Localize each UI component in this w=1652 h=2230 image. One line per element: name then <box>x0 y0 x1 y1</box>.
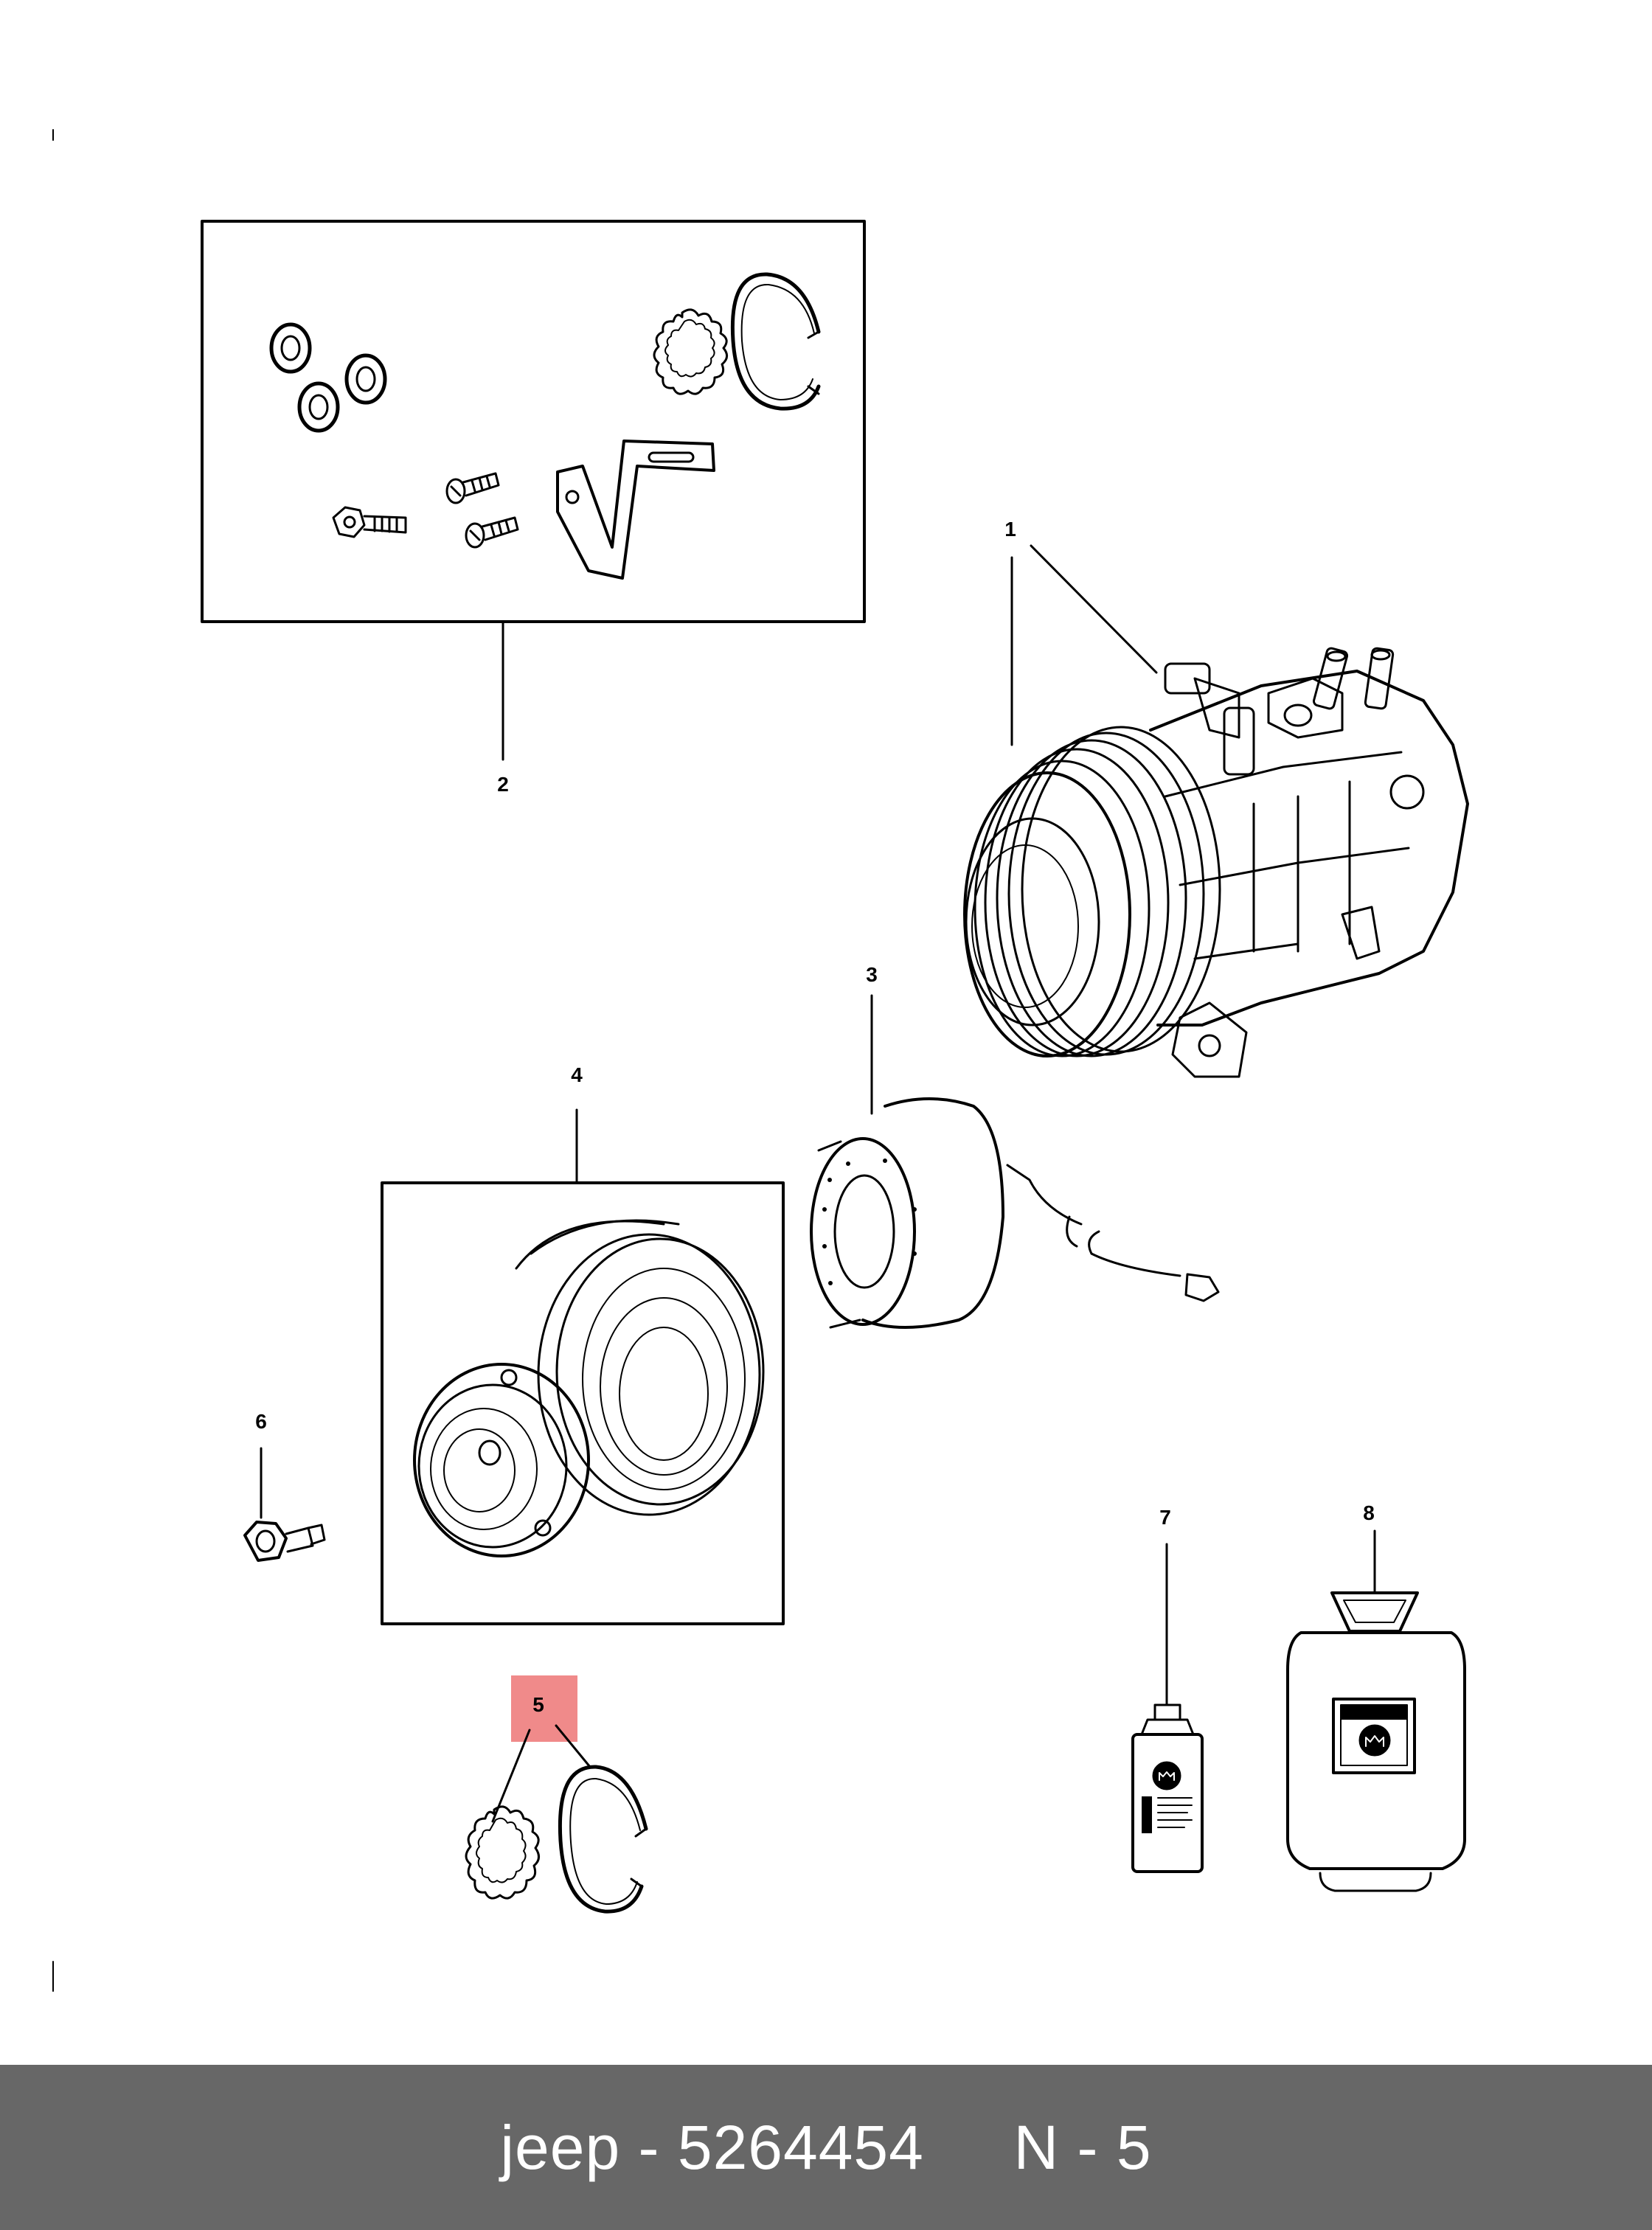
clutch-assembly-box <box>382 1110 783 1624</box>
callout-1: 1 <box>1004 518 1016 541</box>
callout-5-highlight <box>511 1675 577 1742</box>
footer-part-label: jeep - 5264454 N - 5 <box>500 2112 1152 2182</box>
mopar-logo-icon <box>1153 1762 1180 1789</box>
callout-2: 2 <box>497 773 509 796</box>
snap-ring-icon <box>732 274 819 409</box>
parts-diagram <box>0 0 1652 2065</box>
washer-icon <box>347 355 385 403</box>
seal-and-snap-ring <box>466 1726 646 1911</box>
screw-icon <box>447 473 499 503</box>
washer-icon <box>271 324 310 372</box>
screw-icon <box>466 518 518 547</box>
refrigerant-canister <box>1288 1531 1465 1891</box>
flange-bolt-icon <box>333 507 406 537</box>
callout-8: 8 <box>1363 1501 1375 1524</box>
coil-dots <box>822 1159 917 1285</box>
field-coil <box>811 996 1218 1327</box>
bracket-icon <box>558 441 714 578</box>
wavy-seal-icon <box>654 310 727 394</box>
hardware-kit-box <box>202 221 864 760</box>
callout-5: 5 <box>532 1693 544 1716</box>
snap-ring-icon <box>560 1767 646 1911</box>
mopar-logo-icon <box>1360 1726 1389 1755</box>
callout-6: 6 <box>255 1410 267 1433</box>
callout-3: 3 <box>866 963 878 986</box>
oil-bottle <box>1133 1544 1202 1872</box>
footer-bar: jeep - 5264454 N - 5 <box>0 2065 1652 2230</box>
callout-4: 4 <box>571 1063 583 1086</box>
bolt-icon <box>245 1448 324 1560</box>
washer-icon <box>299 383 338 431</box>
wavy-seal-icon <box>466 1807 539 1898</box>
callout-7: 7 <box>1159 1506 1171 1529</box>
ac-compressor <box>965 546 1468 1077</box>
